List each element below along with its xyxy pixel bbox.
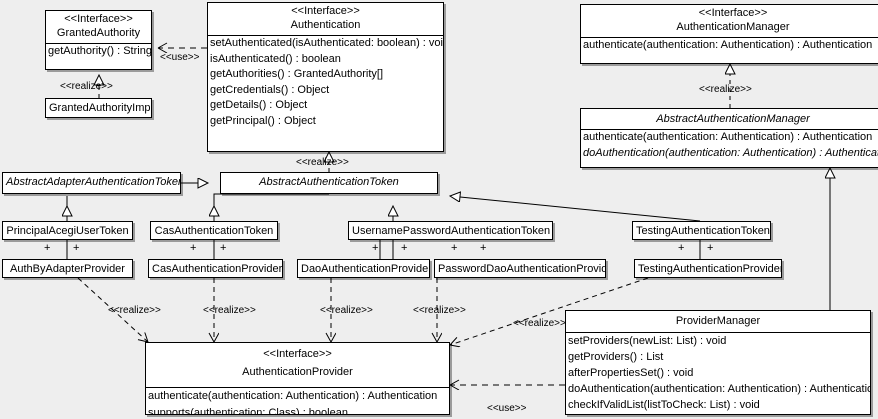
class-cas-authentication-token[interactable]: CasAuthenticationToken (150, 221, 278, 240)
class-authentication-manager[interactable]: <<Interface>> AuthenticationManager auth… (580, 4, 878, 64)
association-end-marker: + (190, 242, 197, 254)
relationship-label-use-provider-manager: <<use>> (487, 403, 527, 414)
class-abstract-adapter-authentication-token[interactable]: AbstractAdapterAuthenticationToken (2, 172, 181, 194)
class-name: AuthenticationProvider (242, 366, 353, 378)
class-name: PasswordDaoAuthenticationProvider (438, 263, 606, 275)
class-name: TestingAuthenticationToken (636, 225, 770, 237)
class-name: CasAuthenticationToken (154, 225, 274, 237)
operation: getDetails() : Object (210, 99, 308, 111)
association-end-marker: + (480, 242, 487, 254)
operation-abstract: doAuthentication(authentication: Authent… (583, 146, 878, 159)
association-end-marker: + (678, 242, 685, 254)
association-end-marker: + (44, 242, 51, 254)
operation: authenticate(authentication: Authenticat… (148, 390, 438, 402)
class-name: AbstractAuthenticationToken (259, 176, 399, 188)
operation: authenticate(authentication: Authenticat… (583, 131, 873, 143)
class-name: Authentication (290, 19, 361, 31)
association-end-marker: + (73, 242, 80, 254)
relationship-label-realize-granted-authority: <<realize>> (60, 81, 113, 92)
class-abstract-authentication-token[interactable]: AbstractAuthenticationToken (220, 172, 438, 194)
operation: afterPropertiesSet() : void (568, 367, 694, 379)
relationship-label-realize-cas-provider: <<realize>> (203, 305, 256, 316)
operation: getAuthorities() : GrantedAuthority[] (210, 68, 384, 80)
class-granted-authority-impl[interactable]: GrantedAuthorityImpl (45, 98, 152, 118)
class-name: UsernamePasswordAuthenticationToken (352, 225, 551, 237)
class-name: DaoAuthenticationProvider (301, 263, 430, 275)
operation: isAuthenticated() : boolean (210, 52, 341, 65)
relationship-label-realize-adapter-provider: <<realize>> (108, 305, 161, 316)
class-name: GrantedAuthorityImpl (49, 102, 152, 114)
stereotype-label: <<Interface>> (698, 7, 768, 19)
class-provider-manager[interactable]: ProviderManager setProviders(newList: Li… (565, 310, 871, 415)
association-end-marker: + (451, 242, 458, 254)
stereotype-label: <<Interface>> (263, 348, 332, 360)
class-authentication[interactable]: <<Interface>> Authentication setAuthenti… (207, 2, 444, 152)
relationship-label-realize-password-provider: <<realize>> (413, 305, 466, 316)
class-header: <<Interface>> AuthenticationProvider (146, 343, 449, 382)
operation: supports(authentication: Class) : boolea… (148, 407, 348, 415)
operation: authenticate(authentication: Authenticat… (583, 39, 873, 51)
relationship-label-realize-testing-provider: <<realize>> (513, 318, 566, 329)
class-header: <<Interface>> AuthenticationManager (581, 5, 878, 37)
class-abstract-authentication-manager[interactable]: AbstractAuthenticationManager authentica… (580, 108, 878, 168)
operations-compartment: setAuthenticated(isAuthenticated: boolea… (208, 35, 443, 129)
class-name: AbstractAdapterAuthenticationToken (6, 176, 181, 188)
operation: checkIfValidList(listToCheck: List) : vo… (568, 399, 760, 411)
class-name: PrincipalAcegiUserToken (6, 225, 129, 237)
class-principal-acegi-user-token[interactable]: PrincipalAcegiUserToken (2, 221, 133, 240)
relationship-label-use-granted-authority: <<use>> (160, 52, 200, 63)
operations-compartment: getAuthority() : String (46, 43, 151, 60)
operation: getAuthority() : String (48, 45, 152, 57)
operation: getPrincipal() : Object (210, 114, 316, 127)
class-header: <<Interface>> GrantedAuthority (46, 11, 151, 43)
class-name: AbstractAuthenticationManager (656, 113, 810, 125)
class-dao-authentication-provider[interactable]: DaoAuthenticationProvider (297, 259, 430, 278)
operation: getProviders() : List (568, 351, 664, 363)
class-header: AbstractAuthenticationManager (581, 109, 878, 129)
class-name: GrantedAuthority (56, 27, 141, 39)
class-cas-authentication-provider[interactable]: CasAuthenticationProvider (148, 259, 283, 278)
stereotype-label: <<Interface>> (291, 5, 360, 17)
operations-compartment: authenticate(authentication: Authenticat… (581, 37, 878, 54)
relationship-label-realize-dao-provider: <<realize>> (320, 305, 373, 316)
class-name: AuthByAdapterProvider (10, 263, 125, 275)
association-end-marker: + (707, 242, 714, 254)
class-granted-authority[interactable]: <<Interface>> GrantedAuthority getAuthor… (45, 10, 152, 70)
class-name: AuthenticationManager (676, 21, 790, 33)
association-end-marker: + (401, 242, 408, 254)
operation: setAuthenticated(isAuthenticated: boolea… (210, 37, 444, 49)
class-testing-authentication-token[interactable]: TestingAuthenticationToken (632, 221, 771, 240)
class-password-dao-authentication-provider[interactable]: PasswordDaoAuthenticationProvider (434, 259, 606, 278)
class-name: CasAuthenticationProvider (152, 263, 283, 275)
relationship-label-realize-authentication-manager: <<realize>> (699, 84, 752, 95)
operation: setProviders(newList: List) : void (568, 335, 727, 347)
relationship-label-realize-authentication: <<realize>> (296, 157, 349, 168)
operation: doAuthentication(authentication: Authent… (568, 383, 871, 395)
operations-compartment: authenticate(authentication: Authenticat… (146, 387, 449, 415)
class-header: ProviderManager (566, 311, 870, 332)
operation: getCredentials() : Object (210, 83, 330, 96)
association-end-marker: + (220, 242, 227, 254)
stereotype-label: <<Interface>> (64, 13, 133, 25)
operations-compartment: authenticate(authentication: Authenticat… (581, 129, 878, 161)
class-username-password-authentication-token[interactable]: UsernamePasswordAuthenticationToken (348, 221, 553, 240)
operations-compartment: setProviders(newList: List) : void getPr… (566, 332, 870, 413)
class-auth-by-adapter-provider[interactable]: AuthByAdapterProvider (2, 259, 133, 278)
class-name: ProviderManager (675, 315, 761, 327)
association-end-marker: + (372, 242, 379, 254)
class-header: <<Interface>> Authentication (208, 3, 443, 35)
class-authentication-provider[interactable]: <<Interface>> AuthenticationProvider aut… (145, 342, 450, 415)
class-name: TestingAuthenticationProvider (638, 263, 782, 275)
class-testing-authentication-provider[interactable]: TestingAuthenticationProvider (634, 259, 782, 278)
